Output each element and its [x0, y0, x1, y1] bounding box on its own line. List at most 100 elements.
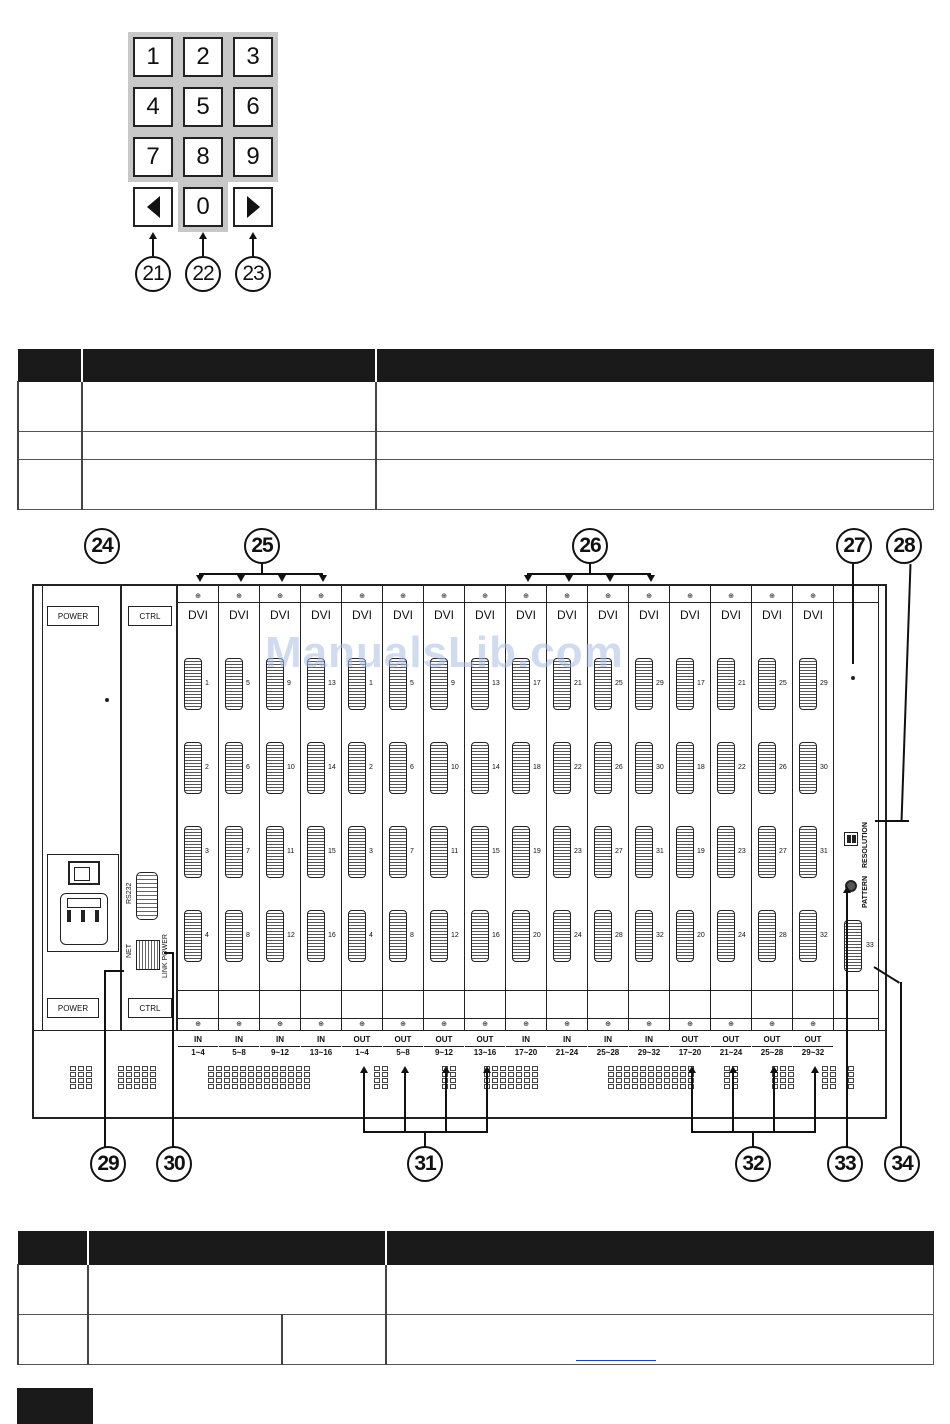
dvi-port[interactable]	[266, 742, 284, 794]
leader-line	[202, 238, 204, 256]
dvi-port[interactable]	[307, 910, 325, 962]
key-0[interactable]: 0	[183, 187, 223, 227]
table-row	[17, 459, 934, 510]
ethernet-port[interactable]	[136, 940, 160, 970]
screw-icon: ⊕	[236, 593, 242, 600]
dvi-port[interactable]	[594, 658, 612, 710]
vent-slot	[632, 1072, 638, 1077]
hyperlink-underline[interactable]	[576, 1360, 656, 1361]
key-left[interactable]	[133, 187, 173, 227]
dvi-port[interactable]	[553, 658, 571, 710]
key-right[interactable]	[233, 187, 273, 227]
dvi-port[interactable]	[225, 826, 243, 878]
dvi-port[interactable]	[348, 742, 366, 794]
dvi-port[interactable]	[799, 910, 817, 962]
dvi-port[interactable]	[635, 658, 653, 710]
dvi-port[interactable]	[512, 742, 530, 794]
dvi-port[interactable]	[512, 658, 530, 710]
dvi-port[interactable]	[676, 658, 694, 710]
dvi-port[interactable]	[512, 826, 530, 878]
dvi-port[interactable]	[471, 742, 489, 794]
dvi-port[interactable]	[225, 910, 243, 962]
dvi-port[interactable]	[758, 658, 776, 710]
dvi-port[interactable]	[348, 658, 366, 710]
dvi-card-label: DVI	[638, 608, 659, 622]
dvi-port[interactable]	[758, 826, 776, 878]
dvi-port[interactable]	[184, 658, 202, 710]
dvi-port[interactable]	[758, 742, 776, 794]
dvi-port[interactable]	[553, 826, 571, 878]
card-range: 17~20	[514, 1048, 538, 1057]
vent-slot	[508, 1078, 514, 1083]
dvi-port[interactable]	[717, 910, 735, 962]
dvi-port[interactable]	[676, 826, 694, 878]
vent-slot	[118, 1066, 124, 1071]
dvi-port[interactable]	[717, 658, 735, 710]
dvi-port[interactable]	[430, 826, 448, 878]
dvi-port[interactable]	[676, 742, 694, 794]
key-4[interactable]: 4	[133, 87, 173, 127]
port-number: 5	[410, 680, 414, 687]
dvi-port[interactable]	[307, 826, 325, 878]
pattern-module: RESOLUTION PATTERN 33	[834, 586, 879, 1030]
dvi-port[interactable]	[635, 826, 653, 878]
dvi-port[interactable]	[430, 742, 448, 794]
dvi-port[interactable]	[635, 742, 653, 794]
dvi-port[interactable]	[184, 910, 202, 962]
dvi-port[interactable]	[676, 910, 694, 962]
dvi-port[interactable]	[430, 910, 448, 962]
dvi-port[interactable]	[389, 826, 407, 878]
dvi-port[interactable]	[348, 910, 366, 962]
dvi-port[interactable]	[635, 910, 653, 962]
dvi-port[interactable]	[389, 910, 407, 962]
dvi-port[interactable]	[553, 742, 571, 794]
dvi-port[interactable]	[266, 826, 284, 878]
port-number: 22	[738, 764, 746, 771]
arrow-down-icon	[606, 575, 614, 582]
dvi-port[interactable]	[184, 826, 202, 878]
power-switch[interactable]	[68, 861, 100, 885]
key-3[interactable]: 3	[233, 37, 273, 77]
dvi-port[interactable]	[225, 658, 243, 710]
dvi-port[interactable]	[799, 826, 817, 878]
pattern-dvi-port[interactable]	[844, 920, 862, 972]
dvi-port[interactable]	[389, 658, 407, 710]
dvi-port[interactable]	[225, 742, 243, 794]
dvi-port[interactable]	[512, 910, 530, 962]
dvi-port[interactable]	[799, 658, 817, 710]
dvi-port[interactable]	[307, 658, 325, 710]
dvi-port[interactable]	[594, 910, 612, 962]
vent-slot	[142, 1084, 148, 1089]
dvi-port[interactable]	[594, 742, 612, 794]
vent-slot	[664, 1072, 670, 1077]
dvi-port[interactable]	[553, 910, 571, 962]
dvi-port[interactable]	[307, 742, 325, 794]
dvi-port[interactable]	[471, 910, 489, 962]
rs232-port[interactable]	[136, 872, 158, 920]
dvi-port[interactable]	[471, 658, 489, 710]
dvi-port[interactable]	[348, 826, 366, 878]
key-1[interactable]: 1	[133, 37, 173, 77]
dvi-port[interactable]	[799, 742, 817, 794]
dvi-port[interactable]	[389, 742, 407, 794]
key-6[interactable]: 6	[233, 87, 273, 127]
key-2[interactable]: 2	[183, 37, 223, 77]
dvi-port[interactable]	[594, 826, 612, 878]
key-9[interactable]: 9	[233, 137, 273, 177]
dvi-port[interactable]	[471, 826, 489, 878]
leader-line	[900, 564, 912, 822]
arrow-up-icon	[199, 232, 207, 239]
key-7[interactable]: 7	[133, 137, 173, 177]
dvi-port[interactable]	[717, 742, 735, 794]
key-8[interactable]: 8	[183, 137, 223, 177]
dvi-port[interactable]	[430, 658, 448, 710]
dvi-port[interactable]	[266, 658, 284, 710]
dvi-port[interactable]	[184, 742, 202, 794]
resolution-dip-switch[interactable]	[844, 832, 858, 846]
port-number: 9	[287, 680, 291, 687]
dvi-port[interactable]	[758, 910, 776, 962]
dvi-port[interactable]	[266, 910, 284, 962]
key-5[interactable]: 5	[183, 87, 223, 127]
dvi-port[interactable]	[717, 826, 735, 878]
